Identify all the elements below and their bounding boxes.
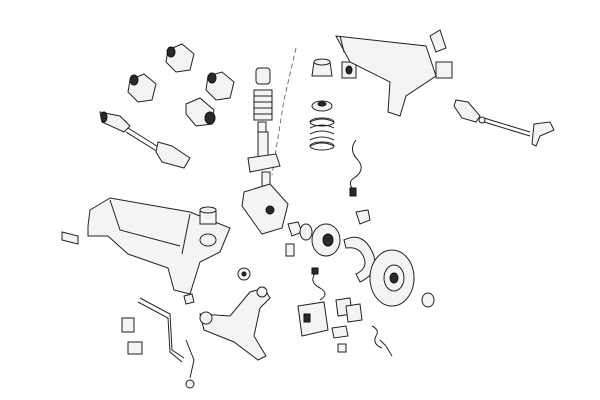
cv-boot-left [127, 73, 157, 103]
steering-rack [335, 29, 453, 117]
stabilizer-link [185, 339, 195, 389]
brake-caliper [297, 301, 329, 337]
subframe-mount [199, 206, 217, 225]
front-subframe [61, 197, 231, 295]
wheel-hub [311, 223, 341, 257]
bump-stop [255, 67, 271, 85]
strut-mount [311, 58, 333, 77]
brake-hose-clip [355, 209, 371, 225]
hub-bolt [285, 243, 295, 257]
brake-pads [335, 297, 363, 323]
control-arm-bushing [237, 267, 251, 281]
shock-absorber [247, 131, 281, 191]
rack-boot [453, 99, 481, 123]
link-bracket [183, 293, 195, 305]
brake-pin [379, 339, 393, 357]
cv-boot-upper [165, 43, 195, 73]
dust-boot [253, 89, 273, 121]
caliper-bracket [331, 325, 349, 339]
stabilizer-clamp [121, 317, 143, 355]
assembly-guide-line [271, 47, 297, 176]
abs-sensor-lower [311, 267, 326, 301]
coil-spring [309, 117, 335, 151]
abs-sensor-upper [349, 139, 362, 197]
cv-joint [185, 97, 216, 127]
wheel-bearing [299, 223, 313, 241]
splash-shield [343, 236, 376, 283]
spring-seat [311, 100, 333, 112]
strut-bolt [257, 121, 267, 133]
tie-rod [478, 116, 531, 137]
brake-spring-clip [371, 325, 383, 349]
tie-rod-end [531, 121, 555, 147]
drive-shaft [99, 111, 191, 169]
steering-knuckle [241, 183, 289, 235]
brake-disc [369, 249, 415, 307]
cv-boot-right [205, 71, 235, 101]
hub-nut [421, 292, 435, 308]
stabilizer-bar [137, 297, 185, 363]
stabilizer-bushing [341, 61, 357, 79]
bleed-screw [337, 343, 347, 353]
lower-control-arm [199, 286, 271, 361]
